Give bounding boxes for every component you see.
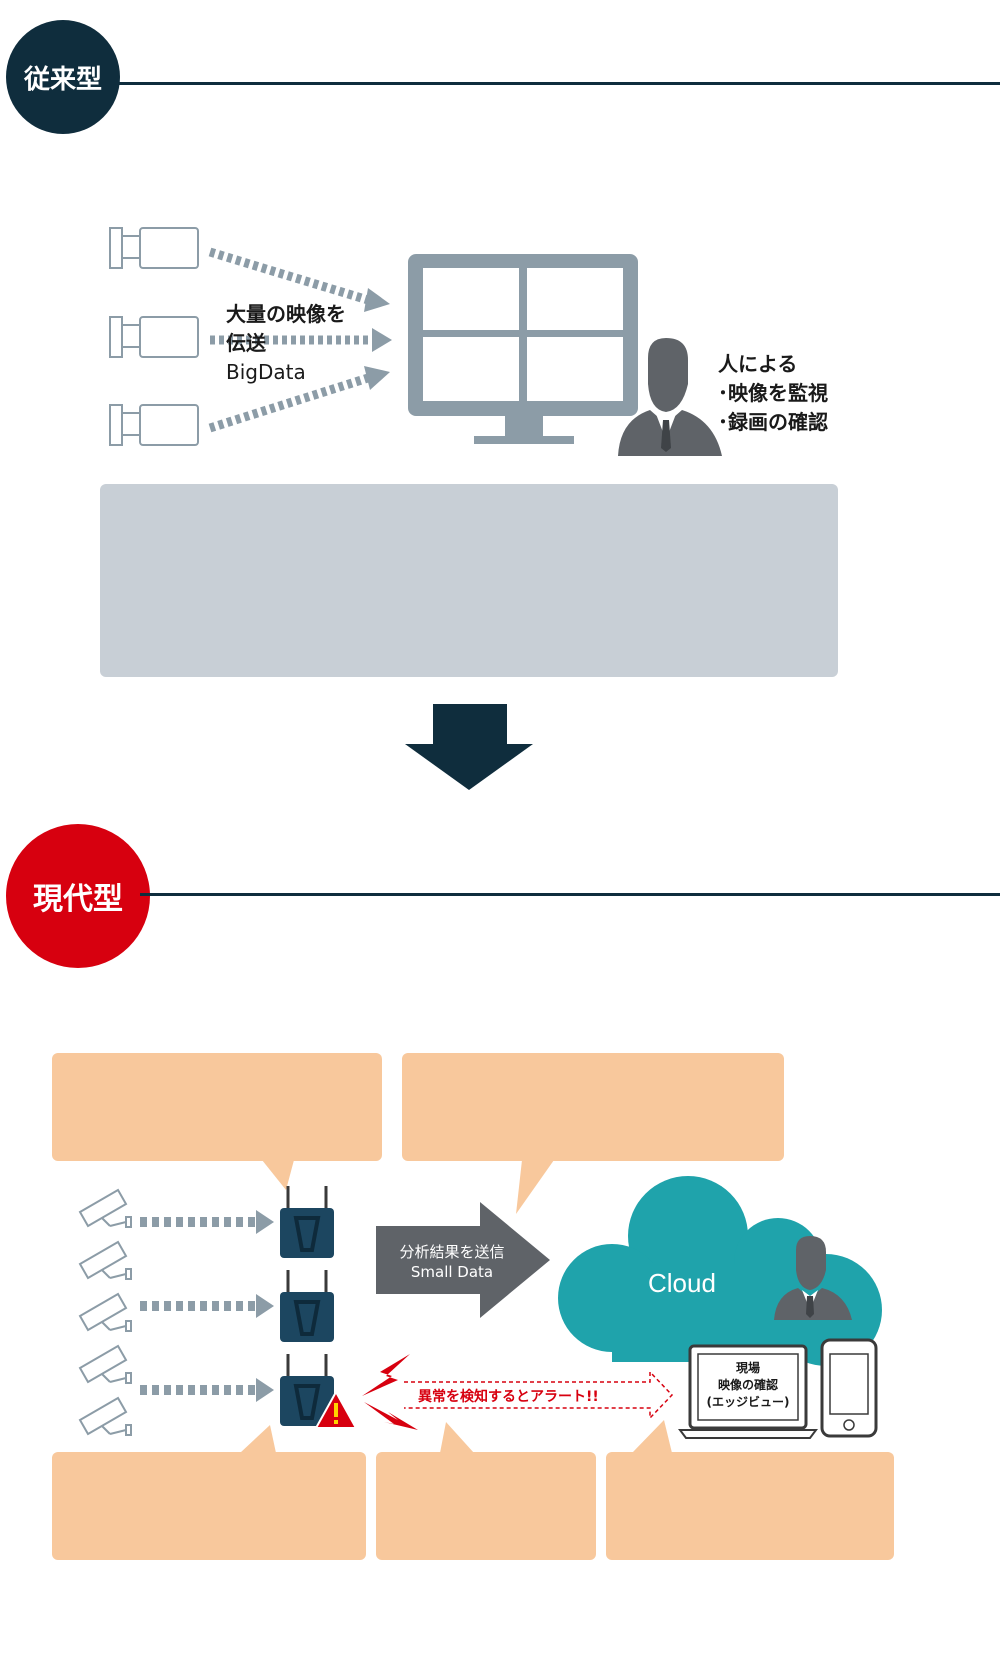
callout-tails	[240, 1160, 672, 1453]
callout-alert	[376, 1452, 596, 1560]
video-camera-icon	[109, 316, 199, 358]
edge-device-icon	[280, 1186, 334, 1258]
cloud-icon	[558, 1176, 882, 1366]
send-label: 分析結果を送信 Small Data	[382, 1242, 522, 1282]
security-camera-icon	[78, 1292, 132, 1332]
legacy-rule	[112, 82, 1000, 85]
video-camera-icon	[109, 227, 199, 269]
laptop-icon	[678, 1344, 818, 1439]
alert-label: 異常を検知するとアラート!!	[418, 1389, 599, 1405]
legacy-badge: 従来型	[6, 20, 120, 134]
security-camera-icon	[78, 1240, 132, 1280]
smartphone-icon	[820, 1338, 878, 1438]
alert-arrow	[404, 1370, 674, 1420]
operator-line-1: 人による	[718, 352, 798, 376]
transfer-arrows	[208, 247, 392, 433]
send-arrow	[376, 1202, 550, 1318]
video-camera-icon	[109, 404, 199, 446]
operator-line-3: ･録画の確認	[718, 410, 828, 434]
transfer-line-2: 伝送	[226, 331, 266, 355]
send-line-1: 分析結果を送信	[399, 1243, 505, 1261]
operator-icon	[774, 1236, 852, 1320]
callout-alert-device	[52, 1452, 366, 1560]
callout-edge-view	[606, 1452, 894, 1560]
edge-device-icon	[280, 1354, 334, 1426]
operator-icon	[618, 338, 722, 456]
modern-badge: 現代型	[6, 824, 150, 968]
cloud-label: Cloud	[648, 1268, 716, 1298]
security-camera-icon	[78, 1344, 132, 1384]
down-arrow-icon	[405, 704, 533, 790]
edge-device-icon	[280, 1270, 334, 1342]
camera-links	[140, 1210, 274, 1402]
lightning-icon	[362, 1354, 418, 1430]
laptop-line-2: 映像の確認	[717, 1378, 778, 1392]
security-camera-icon	[78, 1188, 132, 1228]
callout-edge-devices	[52, 1053, 382, 1161]
warning-icon	[314, 1389, 358, 1429]
security-camera-icon	[78, 1396, 132, 1436]
operator-label: 人による ･映像を監視 ･録画の確認	[718, 350, 828, 437]
callout-cloud-send	[402, 1053, 784, 1161]
laptop-line-1: 現場	[735, 1361, 760, 1375]
legacy-description-panel	[100, 484, 838, 677]
transfer-label: 大量の映像を 伝送 BigData	[226, 300, 346, 387]
transfer-line-3: BigData	[226, 360, 306, 384]
modern-rule	[140, 893, 1000, 896]
operator-line-2: ･映像を監視	[718, 381, 828, 405]
laptop-line-3: (エッジビュー)	[706, 1395, 790, 1409]
laptop-screen-text: 現場 映像の確認 (エッジビュー)	[698, 1360, 798, 1411]
monitor-icon	[408, 254, 638, 444]
send-line-2: Small Data	[410, 1263, 494, 1281]
transfer-line-1: 大量の映像を	[226, 302, 346, 326]
